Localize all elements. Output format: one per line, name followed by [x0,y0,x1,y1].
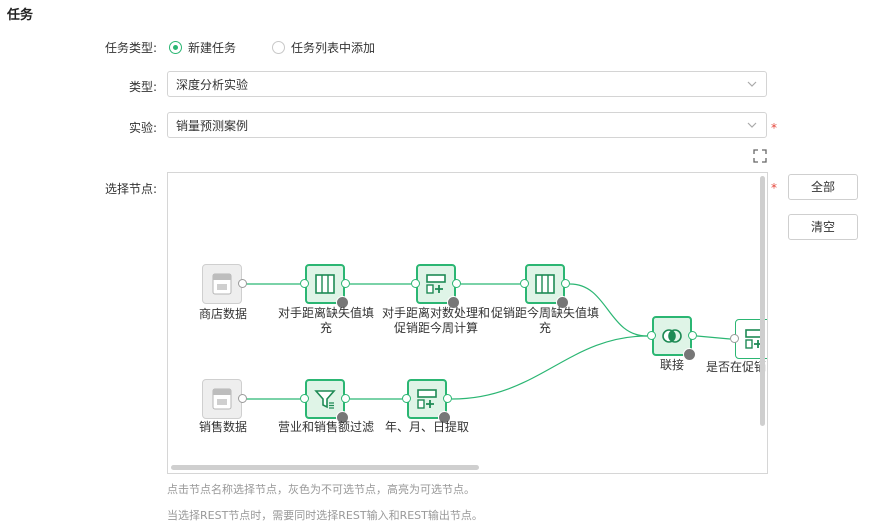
fullscreen-icon[interactable] [753,149,767,163]
radio-add-from-list[interactable]: 任务列表中添加 [272,39,375,56]
output-port [452,279,461,288]
input-port [300,279,309,288]
node-label-sales-data: 销售数据 [198,420,247,434]
settings-badge-icon [447,296,460,309]
node-label-promo-weeks-fill[interactable]: 促销距今周缺失值填充 [490,306,599,335]
filter-icon [314,390,336,409]
compute-column-icon [426,274,446,294]
settings-badge-icon [556,296,569,309]
node-competitor-distance-fill[interactable] [300,264,350,309]
edge-n9-n5 [451,335,648,400]
node-select-label: 选择节点: [104,182,157,196]
fill-missing-icon [315,274,335,294]
output-port [443,394,452,403]
node-label-open-sales-filter[interactable]: 营业和销售额过滤 [277,420,374,434]
radio-checked-icon [169,41,182,54]
horizontal-scrollbar[interactable] [171,465,479,470]
node-label-is-promo[interactable]: 是否在促销 [706,360,767,374]
experiment-label: 实验: [128,121,157,135]
output-port [561,279,570,288]
radio-new-task-label: 新建任务 [188,41,237,55]
node-label-competitor-log-promo-weeks[interactable]: 对手距离对数处理和促销距今周计算 [382,306,491,335]
input-port [300,394,309,403]
experiment-select-value: 销量预测案例 [176,118,249,133]
node-label-store-data: 商店数据 [198,307,247,321]
fill-missing-icon [535,274,555,294]
compute-column-icon [745,329,765,349]
settings-badge-icon [683,348,696,361]
sql-data-icon [212,388,232,410]
output-port [238,394,247,403]
hint-text-2: 当选择REST节点时，需要同时选择REST输入和REST输出节点。 [167,509,483,522]
flow-edges [246,283,731,400]
hint-text-1: 点击节点名称选择节点，灰色为不可选节点，高亮为可选节点。 [167,483,475,496]
radio-add-from-list-label: 任务列表中添加 [291,41,376,55]
input-port [647,331,656,340]
experiment-required-mark: * [771,121,777,135]
node-competitor-log-promo-weeks[interactable] [411,264,461,309]
task-type-label: 任务类型: [104,41,157,55]
radio-unchecked-icon [272,41,285,54]
join-icon [662,329,682,343]
flow-canvas[interactable]: 商店数据 对手距离缺失值填充 对手距离对数处理和促销距今周计算 [167,172,768,474]
node-label-ymd-extract[interactable]: 年、月、日提取 [384,420,469,434]
output-port [341,394,350,403]
output-port [238,279,247,288]
sql-data-icon [212,273,232,295]
node-promo-weeks-fill[interactable] [520,264,570,309]
input-port [520,279,529,288]
edge-n5-n6 [696,335,731,340]
output-port [341,279,350,288]
compute-column-icon [417,389,437,409]
clear-button[interactable]: 清空 [788,214,858,240]
input-port [411,279,420,288]
node-open-sales-filter[interactable] [300,379,350,424]
type-select-value: 深度分析实验 [176,77,249,92]
chevron-down-icon [747,81,757,87]
type-select[interactable]: 深度分析实验 [167,71,767,97]
section-title: 任务 [7,8,34,23]
radio-new-task[interactable]: 新建任务 [169,39,236,56]
edge-n4-n5 [569,283,648,337]
node-label-join[interactable]: 联接 [659,358,684,372]
type-label: 类型: [128,80,157,94]
node-label-competitor-distance-fill[interactable]: 对手距离缺失值填充 [277,306,374,335]
settings-badge-icon [438,411,451,424]
settings-badge-icon [336,296,349,309]
node-required-mark: * [771,181,777,195]
experiment-select[interactable]: 销量预测案例 [167,112,767,138]
settings-badge-icon [336,411,349,424]
input-port [402,394,411,403]
vertical-scrollbar[interactable] [760,176,765,426]
node-join[interactable] [647,316,697,361]
output-port [688,331,697,340]
input-port [730,334,739,343]
chevron-down-icon [747,122,757,128]
select-all-button[interactable]: 全部 [788,174,858,200]
node-ymd-extract[interactable] [402,379,452,424]
node-store-data [202,264,247,304]
node-sales-data [202,379,247,419]
